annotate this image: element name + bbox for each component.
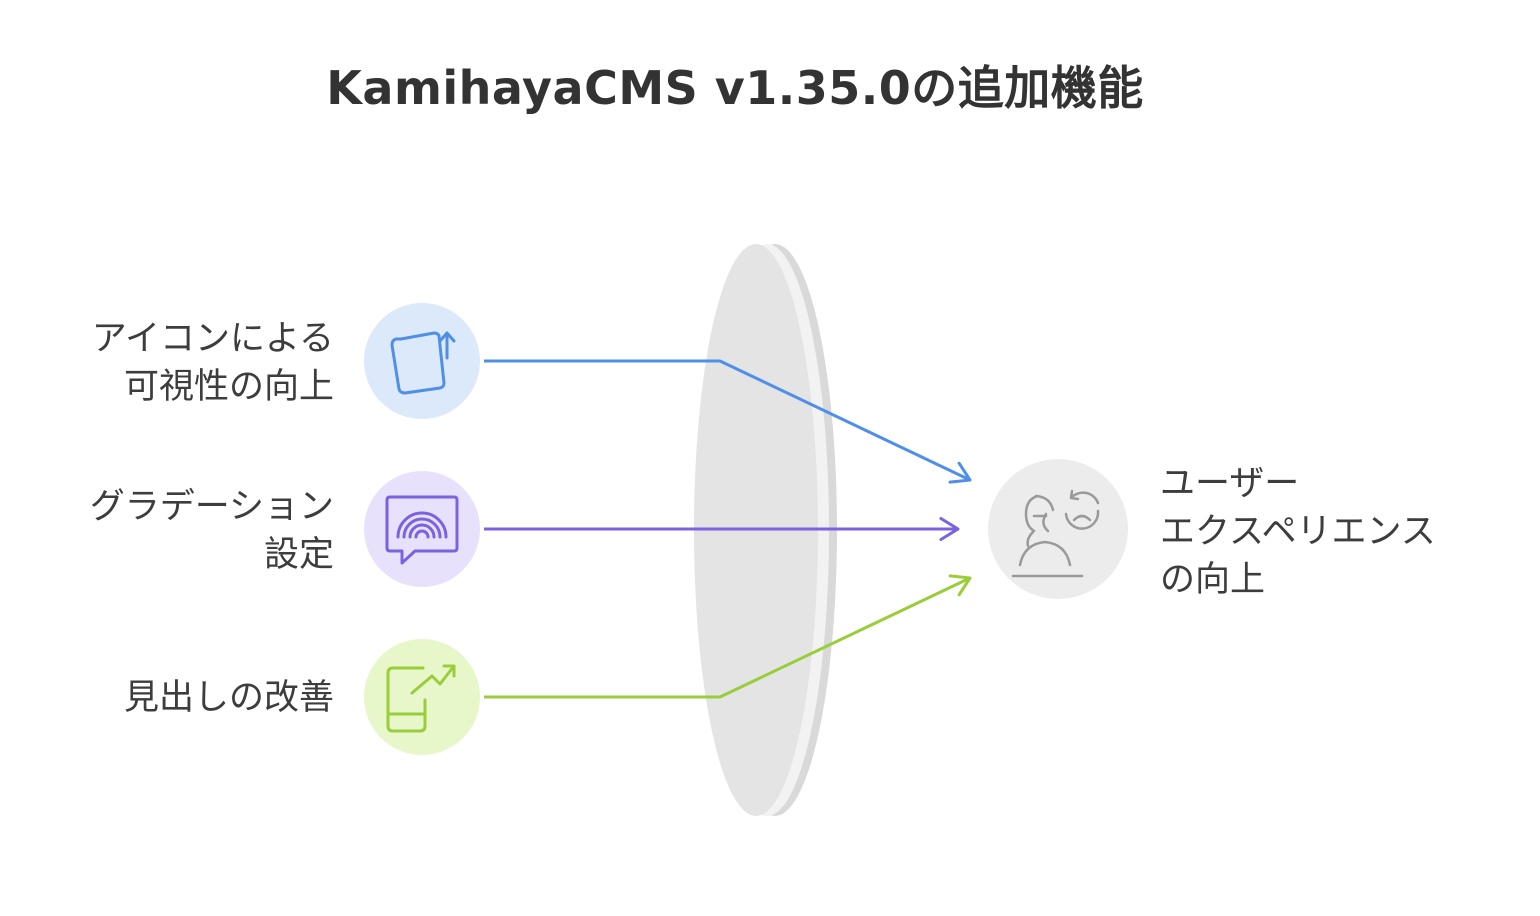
output-label-line-2: エクスペリエンス [1160,512,1436,552]
input-label-3-line-1: 見出しの改善 [123,678,334,718]
rainbow-message-icon [364,471,480,587]
input-label-2: グラデーション 設定 [90,483,334,579]
input-label-2-line-2: 設定 [263,535,334,575]
input-label-3: 見出しの改善 [124,674,334,722]
connector-3 [484,574,972,699]
user-refresh-icon [988,459,1128,599]
input-label-1-line-2: 可視性の向上 [123,367,334,407]
diagram-title: KamihayaCMS v1.35.0の追加機能 [326,61,1144,115]
box-arrow-up-icon [364,303,480,419]
phone-trend-icon [364,639,480,755]
connector-2 [484,517,960,541]
output-label-line-3: の向上 [1160,560,1266,600]
input-label-2-line-1: グラデーション [89,487,334,527]
input-label-1-line-1: アイコンによる [91,319,334,359]
output-label-line-1: ユーザー [1160,464,1300,504]
input-label-1: アイコンによる 可視性の向上 [92,315,334,411]
output-label: ユーザー エクスペリエンス の向上 [1160,460,1436,604]
connector-1 [484,359,972,484]
